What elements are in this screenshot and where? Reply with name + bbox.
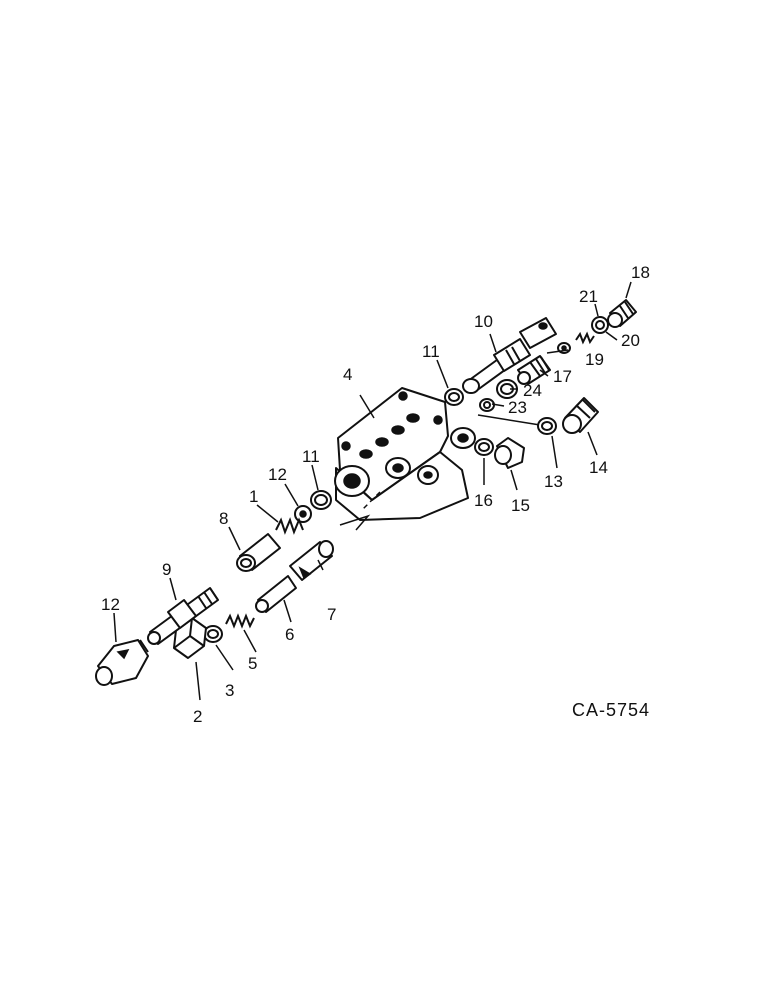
callout-5: 5: [248, 654, 257, 673]
callout-21: 20: [621, 331, 640, 350]
o-ring-part-17: [474, 438, 494, 456]
spring-part-21: [575, 331, 595, 345]
callout-3: 3: [225, 681, 234, 700]
callout-11-lower: 11: [302, 447, 320, 466]
sleeve-part-8: [236, 533, 281, 572]
fitting-part-13: [294, 505, 312, 523]
valve-body-part-4: [334, 387, 476, 521]
callout-19: 18: [631, 263, 650, 282]
o-ring-part-14: [477, 414, 557, 435]
spool-part-7: [289, 540, 334, 581]
fitting-part-15: [562, 397, 599, 434]
ring-part-23: [479, 398, 495, 412]
plug-part-19: [607, 299, 637, 328]
callout-12: 12: [101, 595, 120, 614]
callout-1: 1: [249, 487, 258, 506]
callout-4: 4: [343, 365, 352, 384]
callout-13: 12: [268, 465, 287, 484]
callout-14: 13: [544, 472, 563, 491]
callout-10: 10: [474, 312, 493, 331]
callout-22: 21: [579, 287, 598, 306]
callout-24: 24: [523, 381, 542, 400]
spool-part-10: [462, 317, 557, 394]
o-ring-part-22: [591, 316, 609, 334]
o-ring-part-11-lower: [310, 490, 332, 510]
reference-code: CA-5754: [572, 700, 650, 720]
spring-part-5: [225, 613, 255, 629]
callout-15: 14: [589, 458, 608, 477]
callout-23: 23: [508, 398, 527, 417]
callout-20: 19: [585, 350, 604, 369]
spring-part-1: [275, 517, 304, 535]
o-ring-part-11-upper: [444, 388, 464, 406]
callout-2: 2: [193, 707, 202, 726]
o-ring-part-24: [496, 379, 518, 399]
callout-17: 16: [474, 491, 493, 510]
callout-9: 9: [162, 560, 171, 579]
end-fitting-part-12: [95, 639, 149, 686]
plug-part-16: [494, 437, 525, 469]
callout-16: 15: [511, 496, 530, 515]
callout-18: 17: [553, 367, 572, 386]
callout-6: 6: [285, 625, 294, 644]
callout-11-upper: 11: [422, 342, 440, 361]
fitting-part-18: [517, 355, 551, 385]
o-ring-part-3: [203, 625, 223, 643]
callout-8: 8: [219, 509, 228, 528]
plunger-part-6: [255, 575, 297, 613]
callout-7: 7: [327, 605, 336, 624]
spool-part-9: [147, 587, 219, 645]
